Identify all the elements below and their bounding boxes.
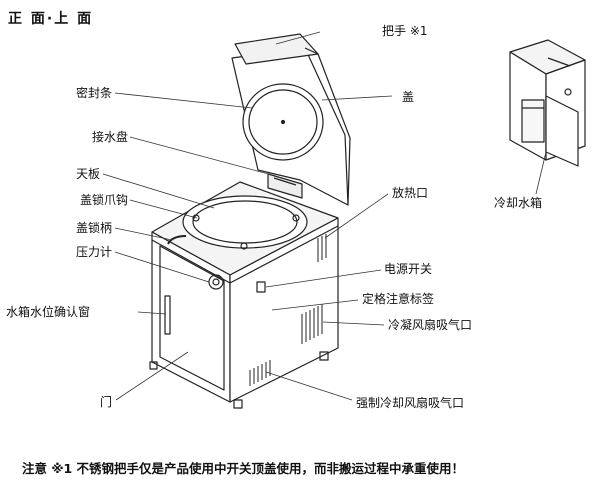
- caution-note: 注意 ※1 不锈钢把手仅是产品使用中开关顶盖使用，而非搬运过程中承重使用！: [22, 461, 465, 476]
- chamber-ring: [182, 195, 308, 249]
- label-cooling-fan-inlet: 强制冷却风扇吸气口: [356, 396, 465, 410]
- door-shape: [159, 245, 225, 391]
- label-lid-lock-claw: 盖锁爪钩: [79, 193, 128, 207]
- page-title: 正 面·上 面: [8, 11, 94, 27]
- foot: [233, 399, 243, 409]
- lid-lock-handle-shape: [167, 235, 187, 245]
- label-seal: 密封条: [75, 86, 112, 100]
- inset-cooling-tank: [521, 99, 545, 143]
- hinge-shape: [267, 173, 303, 199]
- label-water-window: 水箱水位确认窗: [6, 305, 91, 319]
- condenser-grille: [301, 304, 323, 344]
- side-face-shape: [229, 217, 339, 403]
- label-drip-tray: 接水盘: [91, 130, 128, 144]
- power-switch-shape: [256, 281, 266, 293]
- label-lid-lock-handle: 盖锁柄: [75, 221, 112, 235]
- label-door: 门: [100, 395, 113, 409]
- water-window-shape: [164, 295, 171, 335]
- label-rating-label: 定格注意标签: [362, 292, 435, 306]
- label-condenser-fan-inlet: 冷凝风扇吸气口: [388, 318, 473, 332]
- inset-machine: [509, 39, 586, 167]
- label-heat-vent: 放热口: [392, 186, 429, 200]
- label-pressure-gauge: 压力计: [75, 245, 112, 259]
- foot: [319, 351, 329, 361]
- foot: [149, 361, 158, 370]
- label-top-plate: 天板: [75, 167, 100, 181]
- label-power-switch: 电源开关: [384, 262, 433, 276]
- label-lid: 盖: [402, 90, 415, 104]
- label-handle: 把手 ※1: [382, 24, 428, 38]
- leader-lines: [102, 31, 547, 401]
- label-cooling-tank: 冷却水箱: [494, 196, 543, 210]
